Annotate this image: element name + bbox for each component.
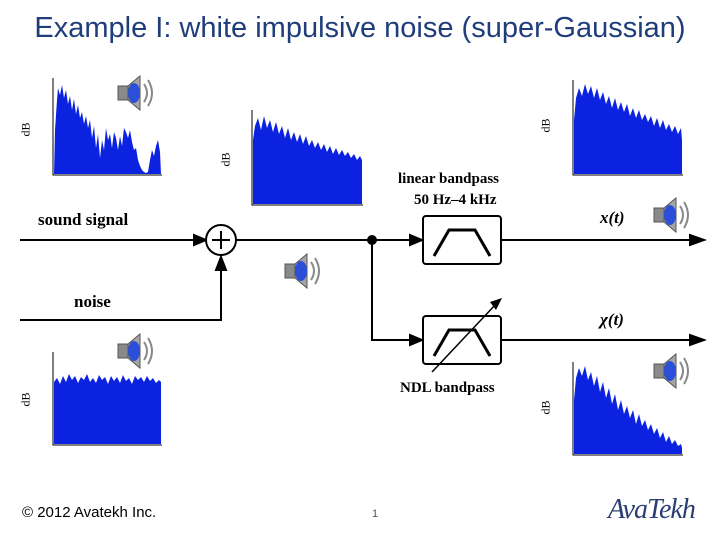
db-axis-label: dB [218,152,233,167]
spectrum-noise [52,352,162,446]
db-axis-label: dB [18,122,33,137]
ndl-bandpass-filter [422,298,502,373]
db-axis-label: dB [18,392,33,407]
db-axis-label: dB [538,118,553,133]
speaker-icon[interactable] [117,332,153,370]
spectrum-ndl-output [572,362,683,456]
ndl-bandpass-label: NDL bandpass [400,380,495,396]
page-number: 1 [372,508,379,520]
speaker-icon[interactable] [653,352,689,390]
spectrum-fill [574,84,682,174]
summing-node [205,224,237,256]
db-axis-label: dB [538,400,553,415]
spectrum-fill [253,116,362,204]
slide-title: Example I: white impulsive noise (super-… [34,12,686,44]
sound-signal-label: sound signal [38,210,129,229]
junction-dot [367,235,377,245]
speaker-icon[interactable] [653,196,689,234]
avatekh-logo: AvaTekh [608,494,696,525]
speaker-icon[interactable] [284,252,320,290]
frequency-range-label: 50 Hz–4 kHz [414,192,497,208]
copyright-footer: © 2012 Avatekh Inc. [22,504,157,521]
spectrum-fill [574,366,682,454]
spectrum-fill [54,85,161,174]
spectrum-linear-output [572,80,683,176]
speaker-icon[interactable] [117,74,153,112]
spectrum-sound-signal [52,78,162,176]
linear-bandpass-filter [422,215,502,265]
linear-bandpass-label: linear bandpass [398,171,500,187]
noise-label: noise [74,292,111,311]
chi-t-label: χ(t) [600,310,624,329]
spectrum-sum [251,110,363,206]
spectrum-fill [54,374,161,444]
signal-path [20,233,707,347]
x-t-label: x(t) [600,208,625,227]
